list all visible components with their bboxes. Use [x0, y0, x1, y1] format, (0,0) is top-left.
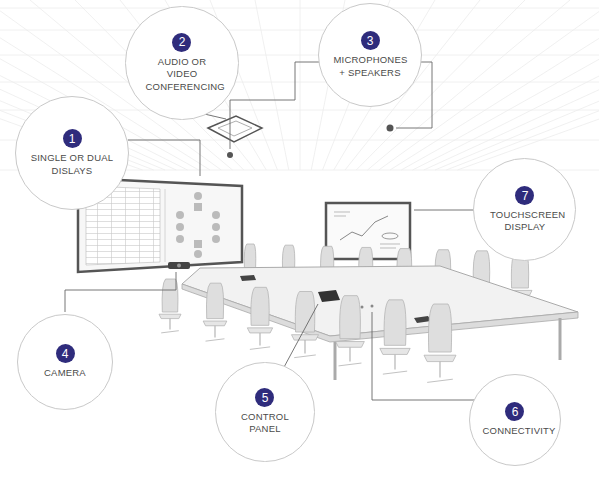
- callout-number: 2: [172, 33, 191, 52]
- callout-circle: 5CONTROL PANEL: [215, 362, 314, 461]
- callout-number: 5: [255, 388, 274, 407]
- conference-table: [182, 266, 578, 380]
- callout-label: AUDIO OR VIDEO CONFERENCING: [145, 56, 218, 93]
- ceiling-speaker-grille: [218, 121, 252, 136]
- callout-circle: 2AUDIO OR VIDEO CONFERENCING: [125, 6, 238, 119]
- ceiling-mic: [227, 152, 233, 158]
- callout-label: SINGLE OR DUAL DISLAYS: [31, 152, 114, 177]
- callout-number: 4: [56, 344, 75, 363]
- control-panel: [318, 290, 340, 302]
- callout-label: CAMERA: [44, 367, 86, 379]
- callout-label: CONNECTIVITY: [482, 425, 547, 437]
- callout-circle: 1SINGLE OR DUAL DISLAYS: [15, 96, 129, 210]
- callout-label: TOUCHSCREEN DISPLAY: [490, 209, 560, 234]
- ceiling-mic: [387, 125, 394, 132]
- leader-lines: [65, 62, 480, 400]
- callout-circle: 3MICROPHONES + SPEAKERS: [318, 3, 422, 107]
- callout-circle: 6CONNECTIVITY: [469, 374, 561, 466]
- callout-number: 3: [361, 31, 380, 50]
- callout-circle: 4CAMERA: [17, 314, 113, 410]
- callout-number: 1: [63, 129, 82, 148]
- callout-number: 6: [505, 402, 524, 421]
- callout-label: CONTROL PANEL: [232, 411, 297, 436]
- ceiling-speaker: [208, 116, 262, 142]
- callout-number: 7: [515, 186, 534, 205]
- callout-label: MICROPHONES + SPEAKERS: [334, 54, 407, 79]
- chairs-front-row: [159, 279, 456, 382]
- camera: [168, 262, 190, 269]
- callout-circle: 7TOUCHSCREEN DISPLAY: [473, 158, 576, 261]
